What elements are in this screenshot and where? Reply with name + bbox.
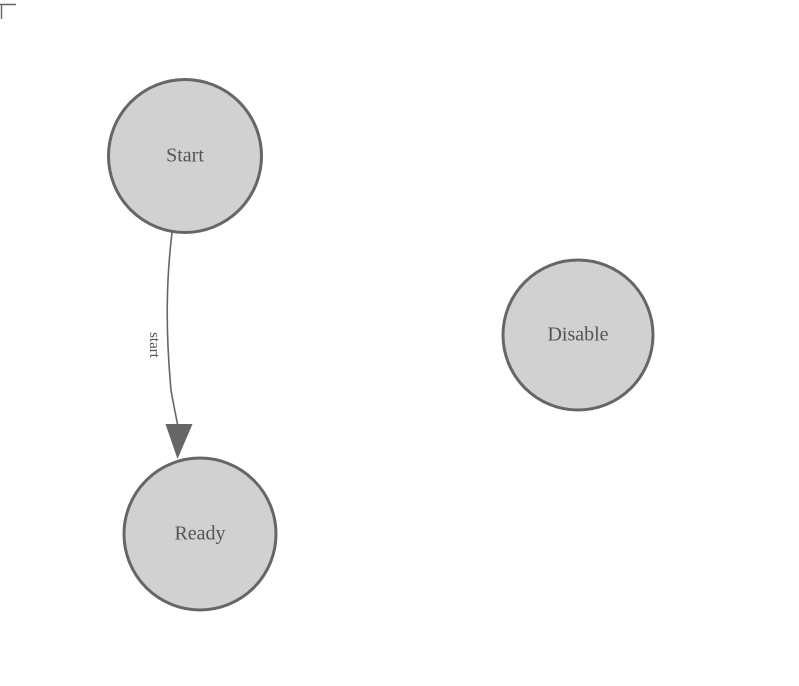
edge-label-start: start — [146, 332, 162, 359]
node-label-start: Start — [166, 145, 204, 167]
node-disable[interactable]: Disable — [501, 258, 655, 412]
node-label-ready: Ready — [174, 523, 225, 545]
node-shape-circle — [122, 456, 278, 612]
node-ready[interactable]: Ready — [122, 456, 278, 612]
node-label-disable: Disable — [547, 324, 608, 346]
top-left-corner-mark — [0, 3, 16, 19]
edge-line — [166, 228, 179, 427]
node-shape-circle — [501, 258, 655, 412]
node-shape-circle — [107, 78, 263, 234]
arrowhead-icon — [165, 424, 193, 459]
edge-start-to-ready[interactable]: start — [146, 228, 193, 460]
node-start[interactable]: Start — [107, 78, 263, 234]
